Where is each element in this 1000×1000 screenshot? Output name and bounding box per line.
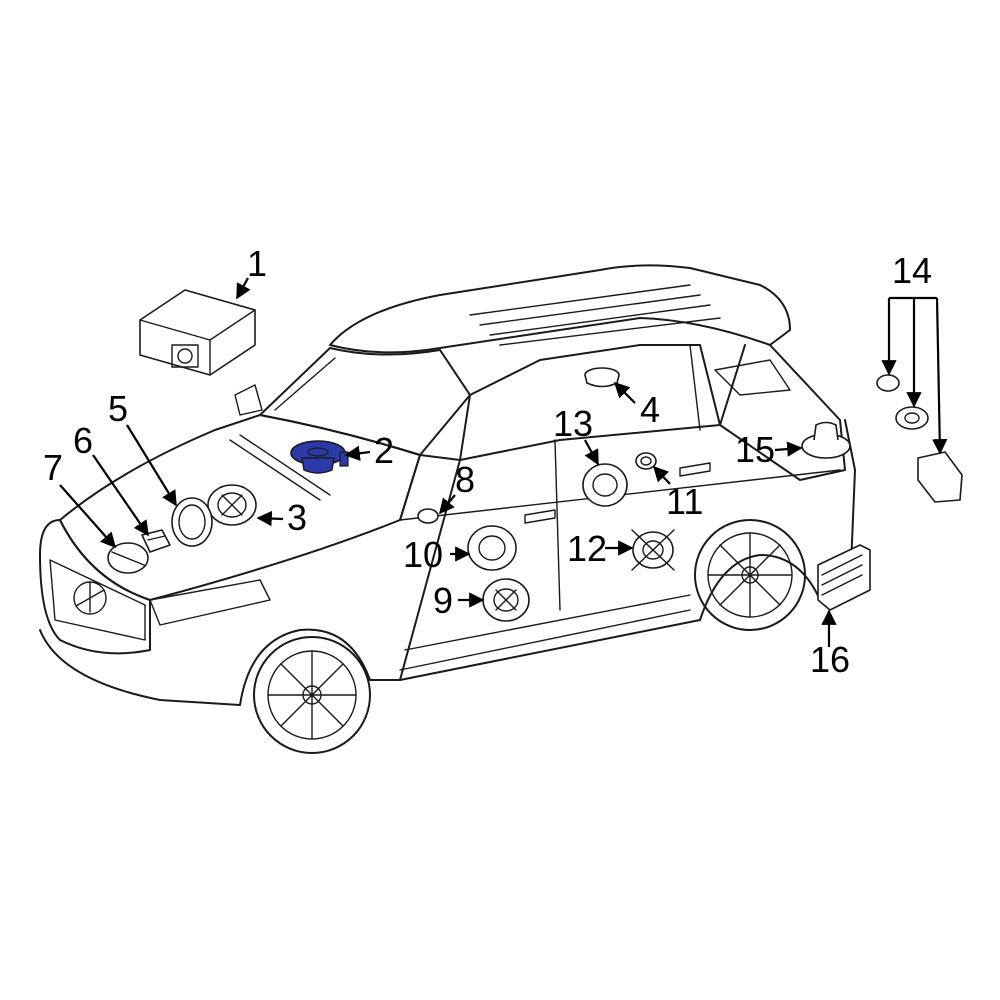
- part-16-amplifier: [817, 544, 871, 611]
- part-1-control-module: [139, 289, 256, 376]
- callout-4: 4: [640, 389, 660, 430]
- callout-13: 13: [553, 403, 593, 444]
- part-3-speaker: [207, 484, 257, 526]
- vehicle-suv-outline: [39, 264, 856, 754]
- callout-1: 1: [247, 243, 267, 284]
- callout-2: 2: [374, 430, 394, 471]
- part-13-speaker: [582, 463, 628, 507]
- leader-arrows: [59, 277, 948, 647]
- callout-3: 3: [287, 497, 307, 538]
- part-14-components: [876, 374, 963, 503]
- callout-12: 12: [567, 528, 607, 569]
- callout-16: 16: [810, 639, 850, 680]
- part-6-horn: [141, 529, 171, 553]
- callout-11: 11: [666, 481, 703, 522]
- part-2-dash-speaker-highlighted: [290, 440, 349, 474]
- callout-6: 6: [73, 420, 93, 461]
- part-7-horn: [107, 542, 149, 574]
- part-9-door-speaker: [482, 578, 530, 622]
- part-4-tweeter: [584, 367, 620, 388]
- part-5-speaker-frame: [171, 497, 213, 547]
- callout-14: 14: [892, 250, 932, 291]
- callout-9: 9: [433, 580, 453, 621]
- callout-10: 10: [403, 534, 443, 575]
- callout-15: 15: [735, 429, 775, 470]
- callout-7: 7: [43, 447, 63, 488]
- part-11-tweeter: [635, 452, 657, 470]
- part-8-tweeter: [417, 508, 439, 524]
- part-15-subwoofer: [801, 421, 851, 459]
- callout-8: 8: [455, 459, 475, 500]
- part-12-rear-door-speaker: [631, 529, 675, 571]
- part-10-door-speaker: [467, 525, 517, 571]
- callout-5: 5: [108, 388, 128, 429]
